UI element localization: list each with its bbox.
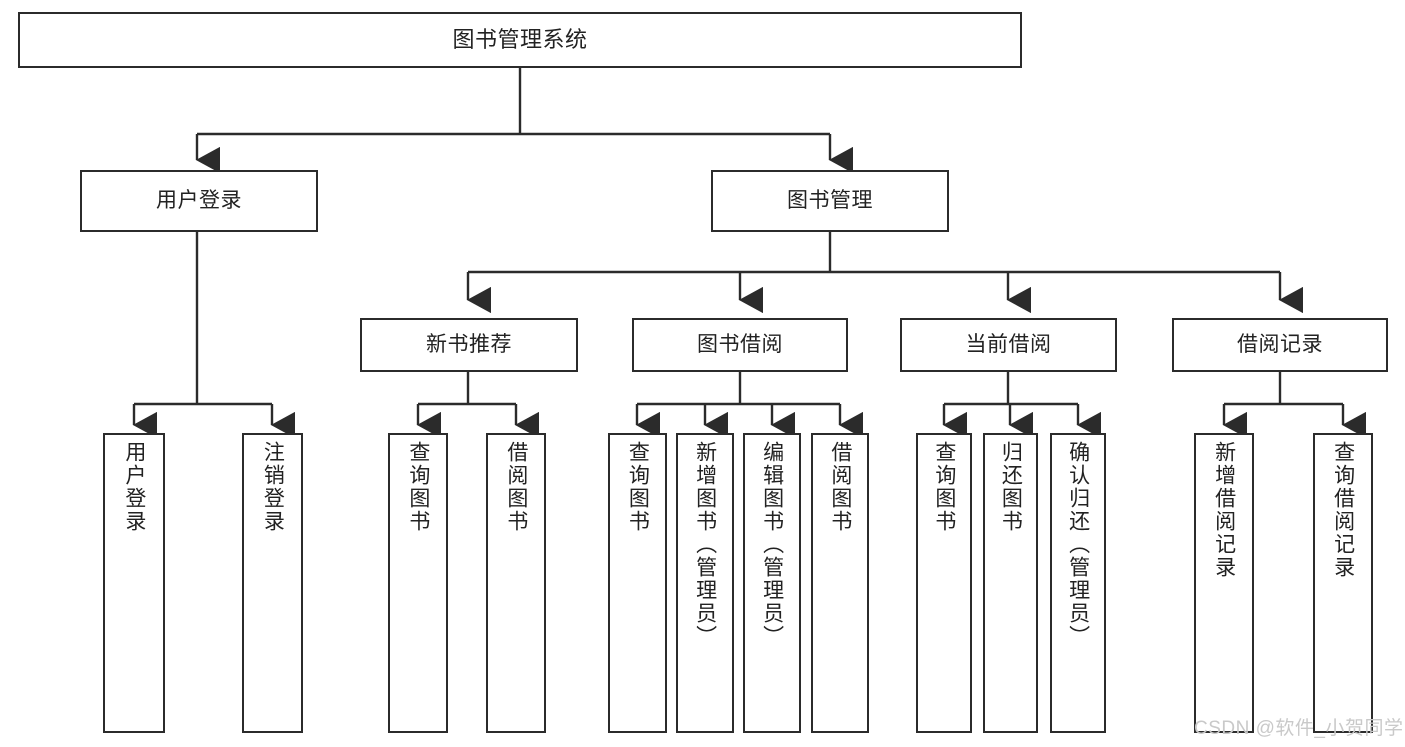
node-label: 借阅图书 (828, 441, 852, 533)
node-book-management[interactable]: 图书管理 (711, 170, 949, 232)
leaf-current-confirm-return-admin[interactable]: 确认归还（管理员） (1050, 433, 1106, 733)
leaf-current-return-book[interactable]: 归还图书 (983, 433, 1038, 733)
node-label: 新增图书（管理员） (693, 441, 717, 648)
node-label: 查询图书 (406, 441, 430, 533)
leaf-new-book-borrow[interactable]: 借阅图书 (486, 433, 546, 733)
node-book-borrowing[interactable]: 图书借阅 (632, 318, 848, 372)
leaf-current-query-book[interactable]: 查询图书 (916, 433, 972, 733)
node-label: 图书管理系统 (452, 26, 588, 52)
node-label: 图书借阅 (697, 333, 783, 357)
node-label: 借阅记录 (1237, 333, 1323, 357)
leaf-records-add-record[interactable]: 新增借阅记录 (1194, 433, 1254, 733)
node-label: 用户登录 (156, 189, 242, 213)
node-user-login[interactable]: 用户登录 (80, 170, 318, 232)
node-label: 用户登录 (122, 441, 146, 533)
leaf-records-query-record[interactable]: 查询借阅记录 (1313, 433, 1373, 733)
node-new-book-recommendation[interactable]: 新书推荐 (360, 318, 578, 372)
node-root-book-management-system[interactable]: 图书管理系统 (18, 12, 1022, 68)
node-label: 归还图书 (999, 441, 1023, 533)
node-label: 新书推荐 (426, 333, 512, 357)
leaf-new-book-query[interactable]: 查询图书 (388, 433, 448, 733)
node-label: 确认归还（管理员） (1066, 441, 1090, 648)
node-label: 注销登录 (261, 441, 285, 533)
node-label: 查询图书 (932, 441, 956, 533)
node-label: 图书管理 (787, 189, 873, 213)
node-label: 新增借阅记录 (1212, 441, 1236, 579)
node-borrow-records[interactable]: 借阅记录 (1172, 318, 1388, 372)
node-label: 编辑图书（管理员） (760, 441, 784, 648)
watermark-text: CSDN @软件_小贺同学 (1194, 718, 1404, 739)
node-label: 查询图书 (626, 441, 650, 533)
node-label: 查询借阅记录 (1331, 441, 1355, 579)
node-label: 当前借阅 (965, 333, 1052, 357)
leaf-borrow-borrow-book[interactable]: 借阅图书 (811, 433, 869, 733)
leaf-user-login-signin[interactable]: 用户登录 (103, 433, 165, 733)
node-label: 借阅图书 (504, 441, 528, 533)
node-current-borrowing[interactable]: 当前借阅 (900, 318, 1117, 372)
leaf-borrow-query-book[interactable]: 查询图书 (608, 433, 667, 733)
leaf-borrow-edit-book-admin[interactable]: 编辑图书（管理员） (743, 433, 801, 733)
leaf-user-login-signout[interactable]: 注销登录 (242, 433, 303, 733)
leaf-borrow-add-book-admin[interactable]: 新增图书（管理员） (676, 433, 734, 733)
